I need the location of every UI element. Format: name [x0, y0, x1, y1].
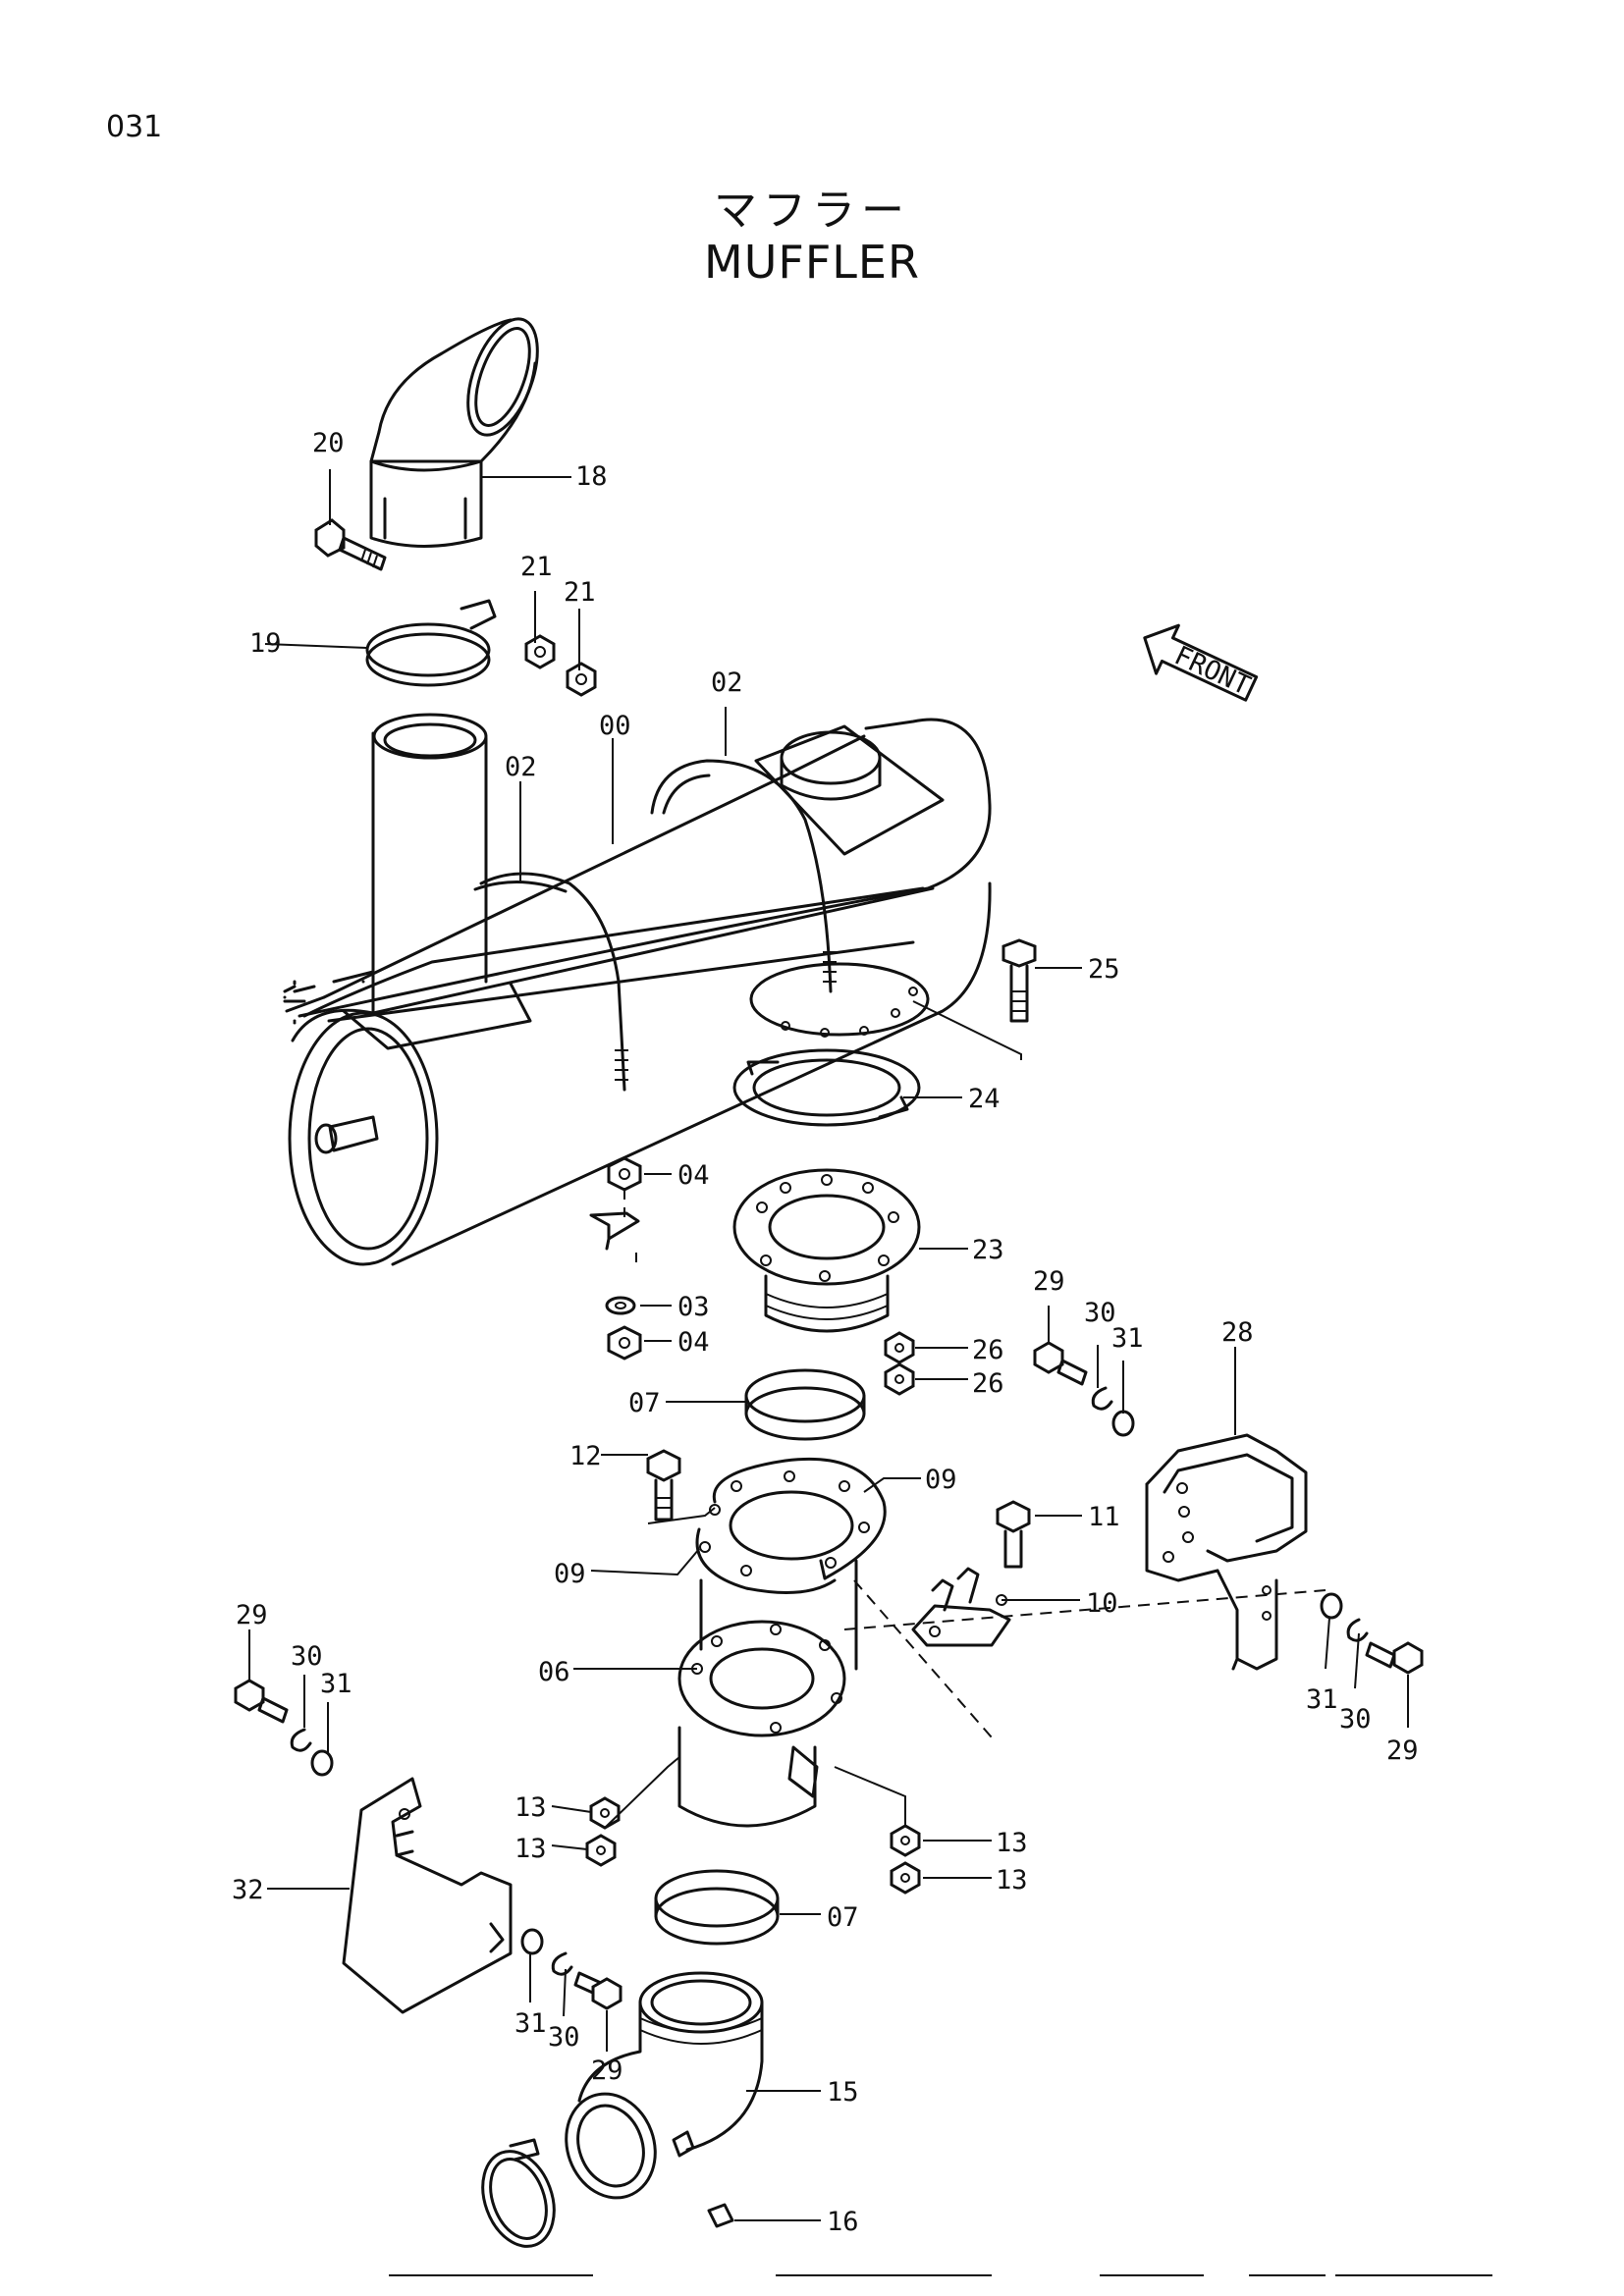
part-06-pipe — [677, 1559, 858, 1828]
leader-lines — [248, 469, 1409, 2221]
part-04-nut-b — [607, 1325, 642, 1361]
part-29-bolt-lower-right — [1365, 1641, 1424, 1675]
alignment-lines — [623, 1188, 1326, 1738]
callout-02: 02 — [505, 752, 537, 782]
callout-02: 02 — [711, 667, 743, 698]
part-28-bracket — [1145, 1433, 1308, 1671]
part-23-flange-pipe — [732, 1168, 921, 1333]
callout-13: 13 — [514, 1834, 547, 1864]
part-21-nut-b — [566, 662, 597, 697]
part-09-split-flange — [695, 1457, 887, 1594]
part-02-strap-b — [650, 759, 837, 993]
part-13-nut-a — [589, 1796, 621, 1830]
part-10-bracket — [911, 1567, 1011, 1647]
callout-15: 15 — [827, 2077, 859, 2108]
callout-18: 18 — [575, 461, 608, 492]
page-number: 031 — [106, 110, 163, 144]
callout-30: 30 — [1339, 1704, 1372, 1735]
callout-21: 21 — [520, 552, 553, 582]
part-02-strap-a — [473, 872, 628, 1092]
callout-12: 12 — [569, 1441, 602, 1471]
callout-13: 13 — [996, 1865, 1028, 1896]
part-hose-clamp — [481, 2138, 556, 2248]
callout-26: 26 — [972, 1335, 1004, 1365]
callout-29: 29 — [1386, 1735, 1419, 1766]
callout-04: 04 — [677, 1327, 710, 1358]
callout-09: 09 — [554, 1559, 586, 1589]
callout-labels: 20 18 21 21 19 02 00 02 25 24 04 23 29 0… — [232, 428, 1419, 2237]
callout-31: 31 — [514, 2008, 547, 2039]
title-english: MUFFLER — [704, 236, 920, 289]
callout-25: 25 — [1088, 954, 1120, 985]
callout-04: 04 — [677, 1160, 710, 1191]
part-12-bolt — [646, 1449, 681, 1522]
part-26-nut-a — [884, 1331, 915, 1364]
front-label: FRONT — [1169, 640, 1255, 701]
callout-07: 07 — [628, 1388, 661, 1418]
callout-28: 28 — [1221, 1317, 1254, 1348]
callout-19: 19 — [249, 628, 282, 659]
part-29-bolt-lower-left — [573, 1971, 623, 2010]
callout-31: 31 — [320, 1669, 352, 1699]
callout-23: 23 — [972, 1235, 1004, 1265]
callout-30: 30 — [1084, 1298, 1116, 1328]
part-bracket-mount — [589, 1211, 640, 1262]
part-07-seal-ring-b — [654, 1869, 780, 1946]
callout-11: 11 — [1088, 1502, 1120, 1532]
part-11-bolt — [996, 1500, 1031, 1569]
callout-31: 31 — [1306, 1684, 1338, 1715]
part-13-nut-d — [890, 1861, 921, 1895]
callout-07: 07 — [827, 1902, 859, 1933]
part-30-lock-washer-upper-right — [1091, 1386, 1113, 1411]
part-19-clamp — [365, 599, 497, 687]
title-japanese: マフラー — [714, 186, 910, 236]
part-30-lock-washer-lower-left — [551, 1951, 573, 1976]
part-24-gasket — [732, 1048, 921, 1127]
callout-13: 13 — [996, 1828, 1028, 1858]
part-07-seal-ring-a — [744, 1368, 866, 1441]
part-31-washer-upper-left — [310, 1749, 334, 1777]
callout-20: 20 — [312, 428, 345, 458]
callout-24: 24 — [968, 1084, 1001, 1114]
part-25-bolt — [1001, 938, 1037, 1023]
callout-31: 31 — [1111, 1323, 1144, 1354]
callout-29: 29 — [1033, 1266, 1065, 1297]
front-direction-arrow: FRONT — [1143, 623, 1259, 702]
part-26-nut-b — [884, 1362, 915, 1396]
callout-29: 29 — [236, 1600, 268, 1630]
part-20-bolt — [314, 518, 387, 571]
callout-06: 06 — [538, 1657, 570, 1687]
part-32-cover — [342, 1777, 513, 2014]
part-31-washer-upper-right — [1111, 1410, 1135, 1437]
callout-10: 10 — [1086, 1588, 1118, 1619]
callout-26: 26 — [972, 1368, 1004, 1399]
part-13-nut-c — [890, 1824, 921, 1857]
callout-29: 29 — [591, 2056, 623, 2086]
part-03-washer — [605, 1296, 636, 1315]
part-31-washer-lower-left — [520, 1928, 544, 1955]
callout-30: 30 — [548, 2022, 580, 2053]
part-18-rain-cap — [369, 317, 539, 548]
part-00-muffler-body — [283, 713, 992, 1266]
part-29-bolt-upper-right — [1033, 1341, 1088, 1386]
callout-13: 13 — [514, 1792, 547, 1823]
callout-09: 09 — [925, 1465, 957, 1495]
callout-03: 03 — [677, 1292, 710, 1322]
callout-30: 30 — [291, 1641, 323, 1672]
callout-21: 21 — [564, 577, 596, 608]
part-13-nut-b — [585, 1834, 617, 1867]
part-29-bolt-upper-left — [234, 1679, 289, 1724]
part-21-nut-a — [524, 634, 556, 669]
callout-00: 00 — [599, 711, 631, 741]
part-04-nut-a — [607, 1156, 642, 1192]
part-16-plug — [707, 2203, 734, 2228]
part-30-lock-washer-upper-left — [290, 1728, 312, 1752]
callout-16: 16 — [827, 2207, 859, 2237]
part-31-washer-lower-right — [1320, 1592, 1343, 1620]
part-15-elbow — [565, 1971, 764, 2200]
part-30-lock-washer-lower-right — [1346, 1618, 1369, 1642]
callout-32: 32 — [232, 1875, 264, 1905]
